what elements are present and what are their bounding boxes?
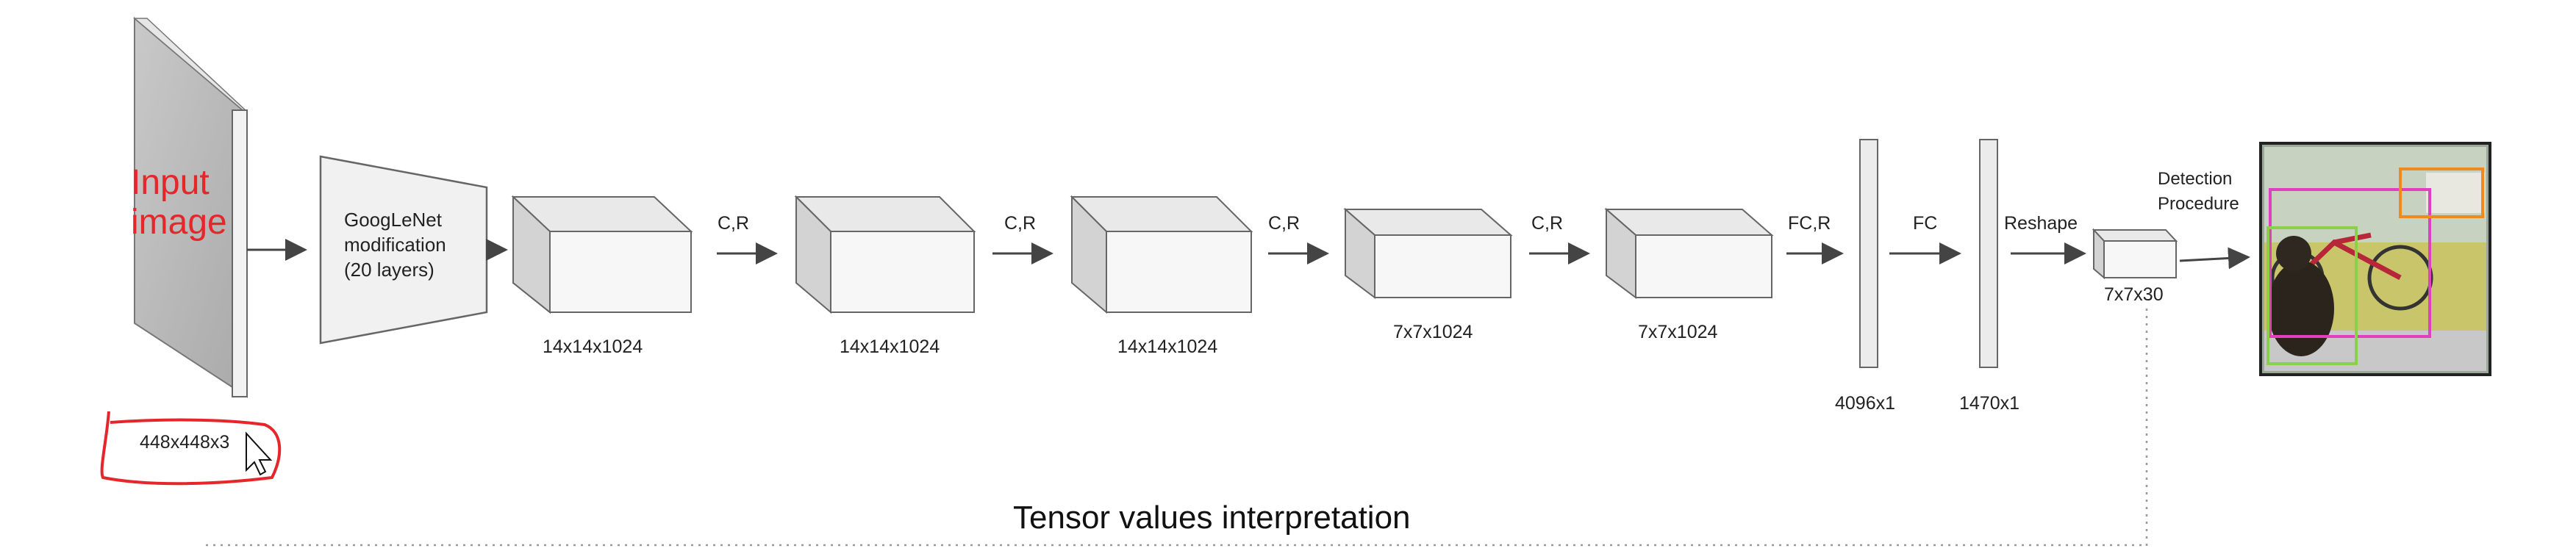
- tensor-box-5: [1604, 207, 1774, 299]
- tensor-dims-small: 7x7x30: [2104, 284, 2164, 305]
- detection-procedure-line1: Detection: [2158, 169, 2233, 189]
- tensor-dims-4: 7x7x1024: [1393, 322, 1473, 342]
- tensor-box-3: [1070, 195, 1253, 314]
- googlenet-line1: GoogLeNet: [344, 209, 442, 231]
- input-dims-label: 448x448x3: [140, 432, 230, 453]
- mouse-cursor-icon: [246, 431, 273, 476]
- op-label-4: C,R: [1531, 213, 1564, 234]
- input-image-slab: [132, 16, 248, 398]
- op-label-3: C,R: [1268, 213, 1300, 234]
- tensor-box-7x7x30: [2092, 228, 2178, 280]
- op-label-2: C,R: [1004, 213, 1037, 234]
- tensor-box-2: [794, 195, 976, 314]
- tensor-dims-fc2: 1470x1: [1959, 393, 2020, 414]
- op-label-6: FC: [1913, 213, 1938, 234]
- op-label-7: Reshape: [2004, 213, 2078, 234]
- tensor-values-interpretation-title: Tensor values interpretation: [1013, 500, 1411, 536]
- tensor-box-4: [1343, 207, 1513, 299]
- op-label-5: FC,R: [1788, 213, 1831, 234]
- detection-image: [2259, 142, 2491, 376]
- op-label-1: C,R: [718, 213, 750, 234]
- detection-procedure-line2: Procedure: [2158, 194, 2239, 214]
- googlenet-line3: (20 layers): [344, 259, 434, 281]
- arrow-to-detection: [2179, 247, 2250, 270]
- input-image-label: Input image: [131, 163, 227, 242]
- red-circle-annotation: [100, 411, 282, 486]
- tensor-dims-1: 14x14x1024: [543, 336, 643, 357]
- tensor-dims-2: 14x14x1024: [840, 336, 940, 357]
- tensor-dims-fc1: 4096x1: [1835, 393, 1896, 414]
- googlenet-block: [319, 155, 488, 345]
- fc-bar-4096: [1859, 139, 1878, 368]
- tensor-dims-5: 7x7x1024: [1638, 322, 1718, 342]
- fc-bar-1470: [1979, 139, 1998, 368]
- tensor-box-1: [511, 195, 693, 314]
- googlenet-line2: modification: [344, 234, 446, 256]
- tensor-dims-3: 14x14x1024: [1117, 336, 1218, 357]
